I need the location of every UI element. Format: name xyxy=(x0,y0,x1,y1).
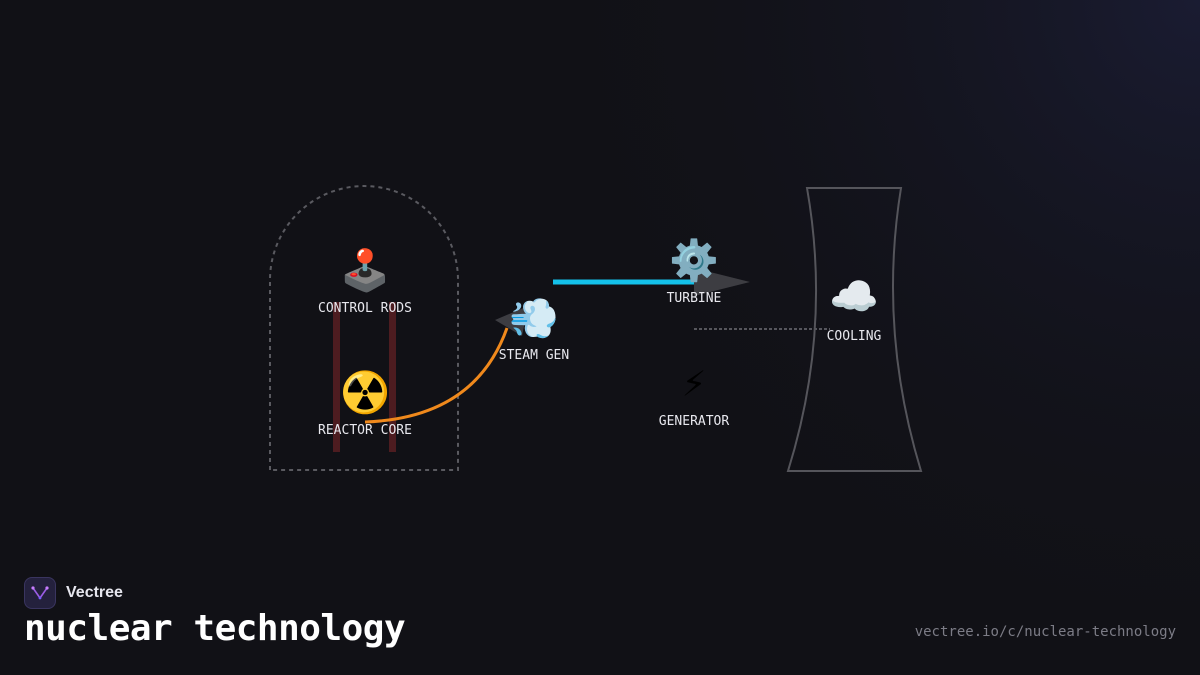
turbine-label: TURBINE xyxy=(667,291,722,306)
control-rod-left xyxy=(333,302,340,452)
control-rod-right xyxy=(389,302,396,452)
reactor-core-label: REACTOR CORE xyxy=(318,423,412,438)
page-url[interactable]: vectree.io/c/nuclear-technology xyxy=(914,624,1176,640)
control-rods-label: CONTROL RODS xyxy=(318,301,412,316)
hot-coolant-line xyxy=(364,327,509,424)
generator-label: GENERATOR xyxy=(659,414,730,429)
turbine-arrowhead xyxy=(694,268,750,296)
brand-name: Vectree xyxy=(66,584,123,601)
cloud-icon: ☁️ xyxy=(829,274,879,320)
radioactive-icon: ☢️ xyxy=(340,369,390,416)
vectree-logo-icon xyxy=(24,577,56,609)
gear-icon: ⚙️ xyxy=(669,237,719,284)
steam-gen-label: STEAM GEN xyxy=(499,348,569,363)
page-title: nuclear technology xyxy=(24,608,406,649)
cooling-label: COOLING xyxy=(827,329,882,344)
steam-icon: 💨 xyxy=(509,296,559,342)
cooling-tower xyxy=(786,187,923,472)
lightning-icon: ⚡ xyxy=(682,360,706,406)
brand[interactable]: Vectree xyxy=(24,577,123,609)
joystick-icon: 🕹️ xyxy=(340,247,390,294)
steam-gen-arrowhead xyxy=(495,306,528,336)
